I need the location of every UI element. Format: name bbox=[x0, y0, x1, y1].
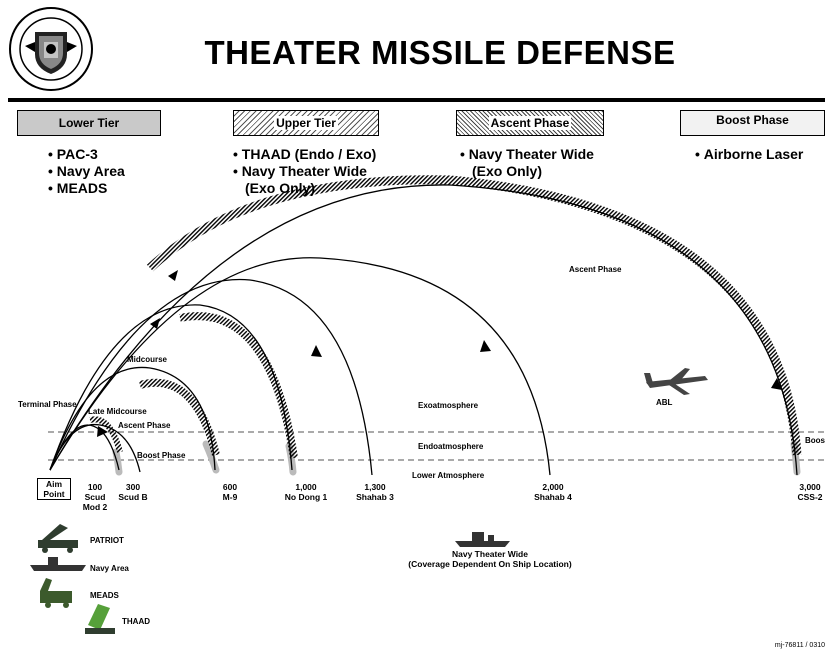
bmdo-seal bbox=[9, 7, 93, 91]
trajectories bbox=[49, 184, 798, 476]
ascent-bands bbox=[89, 175, 802, 459]
tier-box-upper: Upper Tier bbox=[233, 110, 379, 136]
system-item: MEADS bbox=[48, 180, 125, 197]
trajectory-1300 bbox=[49, 278, 373, 476]
platform-label-navy-area: Navy Area bbox=[90, 564, 129, 573]
ship-icon-ntw bbox=[455, 532, 510, 547]
platform-label-abl: ABL bbox=[656, 398, 673, 407]
platform-label-meads: MEADS bbox=[90, 591, 119, 600]
system-item: PAC-3 bbox=[48, 146, 125, 163]
thaad-icon bbox=[85, 604, 115, 634]
trajectory-2000 bbox=[49, 257, 551, 476]
trajectory-1000 bbox=[49, 304, 293, 471]
tier-label-boost: Boost Phase bbox=[716, 113, 789, 127]
phase-label-boost-right: Boost Phase bbox=[805, 436, 825, 445]
patriot-icon bbox=[38, 524, 78, 553]
atmosphere-label-exo: Exoatmosphere bbox=[418, 401, 479, 410]
phase-label-terminal: Terminal Phase bbox=[18, 400, 77, 409]
ship-icon-navy-area bbox=[30, 557, 86, 571]
phase-label-late-midcourse: Late Midcourse bbox=[88, 407, 147, 416]
tier-box-lower: Lower Tier bbox=[17, 110, 161, 136]
aim-point-box: Aim Point bbox=[37, 478, 71, 500]
tier-box-ascent: Ascent Phase bbox=[456, 110, 604, 136]
trajectory-300 bbox=[49, 423, 141, 473]
system-item: Navy Area bbox=[48, 163, 125, 180]
system-item: THAAD (Endo / Exo) bbox=[233, 146, 377, 163]
platform-label-ntw: Navy Theater Wide(Coverage Dependent On … bbox=[408, 549, 572, 569]
platform-label-patriot: PATRIOT bbox=[90, 536, 124, 545]
trajectory-600 bbox=[49, 366, 216, 471]
atmosphere-label-endo: Endoatmosphere bbox=[418, 442, 484, 451]
phase-label-ascent-left: Ascent Phase bbox=[118, 421, 171, 430]
phase-label-midcourse: Midcourse bbox=[127, 355, 168, 364]
atmosphere-label-lower: Lower Atmosphere bbox=[412, 471, 485, 480]
tier-label-lower: Lower Tier bbox=[58, 116, 120, 130]
boost-phase-systems: Airborne Laser bbox=[695, 146, 804, 163]
upper-tier-systems: THAAD (Endo / Exo) Navy Theater Wide (Ex… bbox=[233, 146, 377, 197]
tier-box-boost: Boost Phase bbox=[680, 110, 825, 136]
system-item-continued: (Exo Only) bbox=[472, 163, 543, 179]
airplane-icon-abl bbox=[644, 368, 708, 395]
arrowheads bbox=[97, 270, 782, 437]
tier-label-upper: Upper Tier bbox=[274, 116, 338, 130]
trajectory-3000 bbox=[49, 184, 798, 476]
system-item: Airborne Laser bbox=[695, 146, 804, 163]
platform-label-thaad: THAAD bbox=[122, 617, 150, 626]
system-item: Navy Theater Wide bbox=[233, 163, 376, 180]
meads-icon bbox=[40, 578, 72, 608]
lower-tier-systems: PAC-3 Navy Area MEADS bbox=[48, 146, 125, 197]
phase-label-ascent-right: Ascent Phase bbox=[569, 265, 622, 274]
ascent-phase-systems: Navy Theater Wide (Exo Only) bbox=[460, 146, 594, 180]
tier-label-ascent: Ascent Phase bbox=[488, 116, 572, 130]
system-item: Navy Theater Wide bbox=[460, 146, 594, 163]
page-title: THEATER MISSILE DEFENSE bbox=[204, 34, 676, 71]
footer-code: mj-76811 / 0310 bbox=[774, 642, 825, 649]
phase-label-boost-left: Boost Phase bbox=[137, 451, 186, 460]
title-rule bbox=[8, 98, 825, 102]
